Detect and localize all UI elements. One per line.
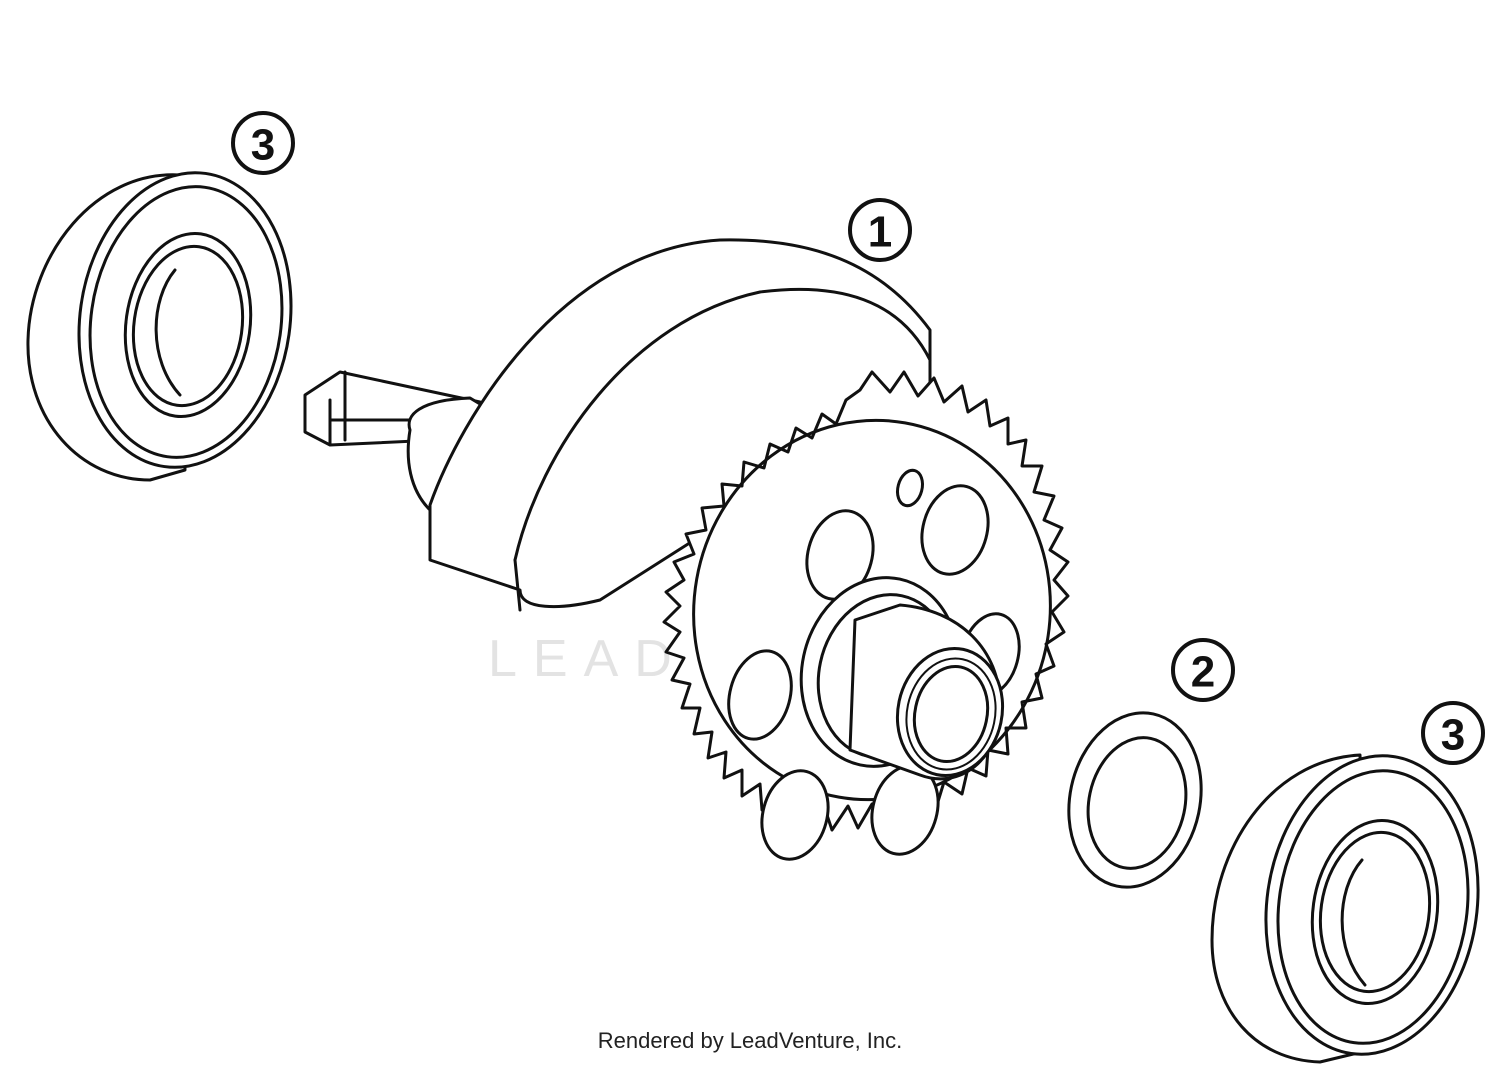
callout-2: 2 [1171, 638, 1235, 702]
callout-3-left-label: 3 [251, 121, 275, 170]
bearing-left [26, 171, 293, 482]
callout-1: 1 [848, 198, 912, 262]
gear [662, 370, 1070, 861]
crankshaft-assembly [303, 238, 1070, 861]
footer-credit: Rendered by LeadVenture, Inc. [597, 1028, 903, 1053]
callout-3-right-label: 3 [1441, 711, 1465, 760]
callout-1-label: 1 [868, 208, 892, 257]
washer [1067, 711, 1203, 889]
callout-3-right: 3 [1421, 701, 1485, 765]
callout-3-left: 3 [231, 111, 295, 175]
bearing-right [1210, 753, 1480, 1064]
callout-2-label: 2 [1191, 648, 1215, 697]
